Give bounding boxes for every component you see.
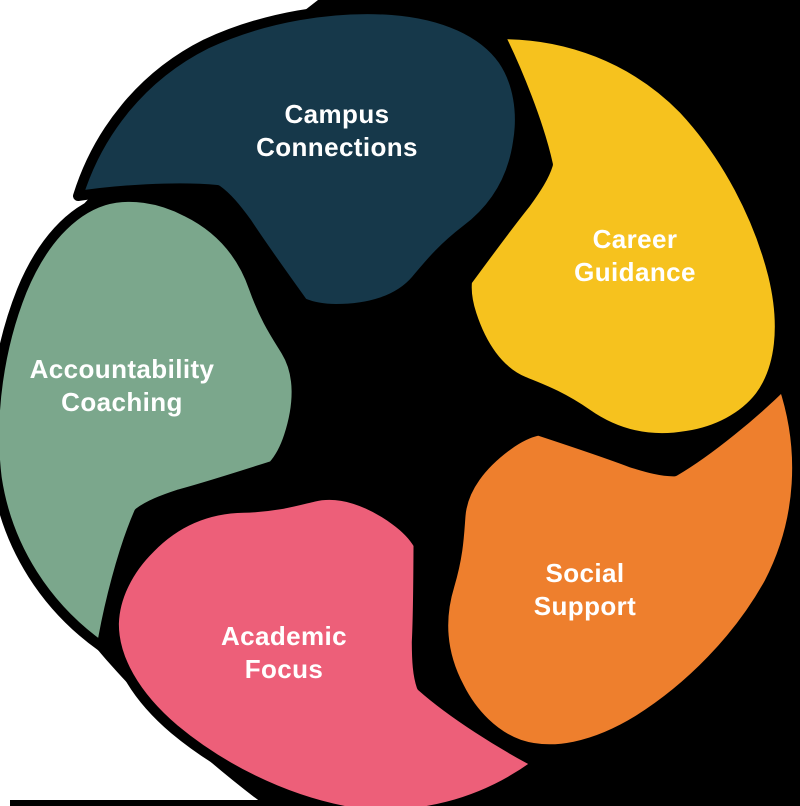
cycle-diagram: Campus Connections Career Guidance Socia… (0, 0, 800, 806)
cycle-diagram-svg (0, 0, 800, 806)
